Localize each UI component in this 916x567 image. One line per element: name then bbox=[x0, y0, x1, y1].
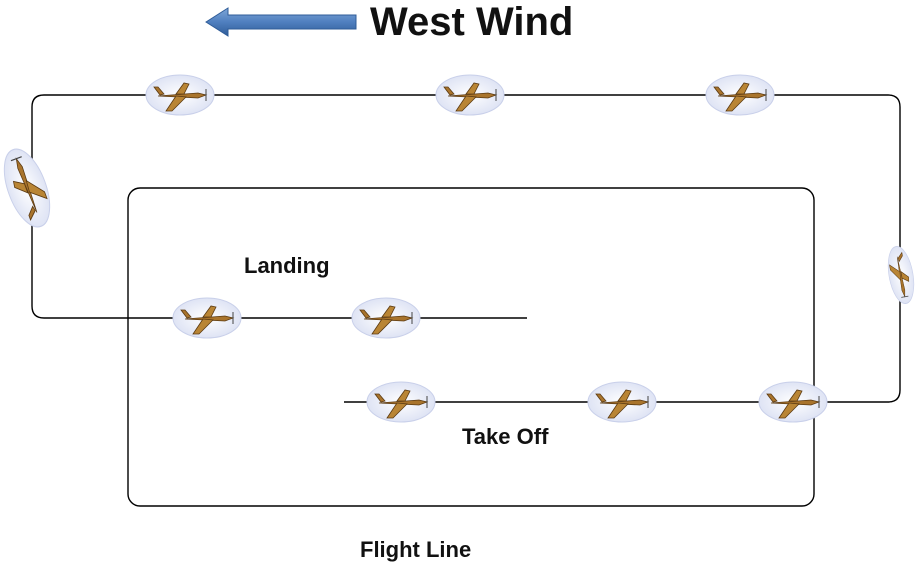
flight-line-label: Flight Line bbox=[360, 537, 472, 562]
airfield-boundary bbox=[127, 187, 815, 507]
landing-label: Landing bbox=[244, 253, 330, 278]
plane-icon bbox=[172, 297, 242, 339]
take-off-label: Take Off bbox=[462, 424, 549, 449]
plane-icon bbox=[0, 142, 60, 234]
pattern-circuit-line bbox=[31, 94, 901, 403]
plane-icon bbox=[351, 297, 421, 339]
left-arrow-icon bbox=[205, 7, 357, 37]
plane-icon bbox=[366, 381, 436, 423]
plane-icon bbox=[705, 74, 775, 116]
plane-icon bbox=[758, 381, 828, 423]
plane-icon bbox=[587, 381, 657, 423]
plane-icon bbox=[435, 74, 505, 116]
plane-icon bbox=[883, 244, 916, 306]
plane-icon bbox=[145, 74, 215, 116]
diagram-title: West Wind bbox=[370, 0, 574, 44]
